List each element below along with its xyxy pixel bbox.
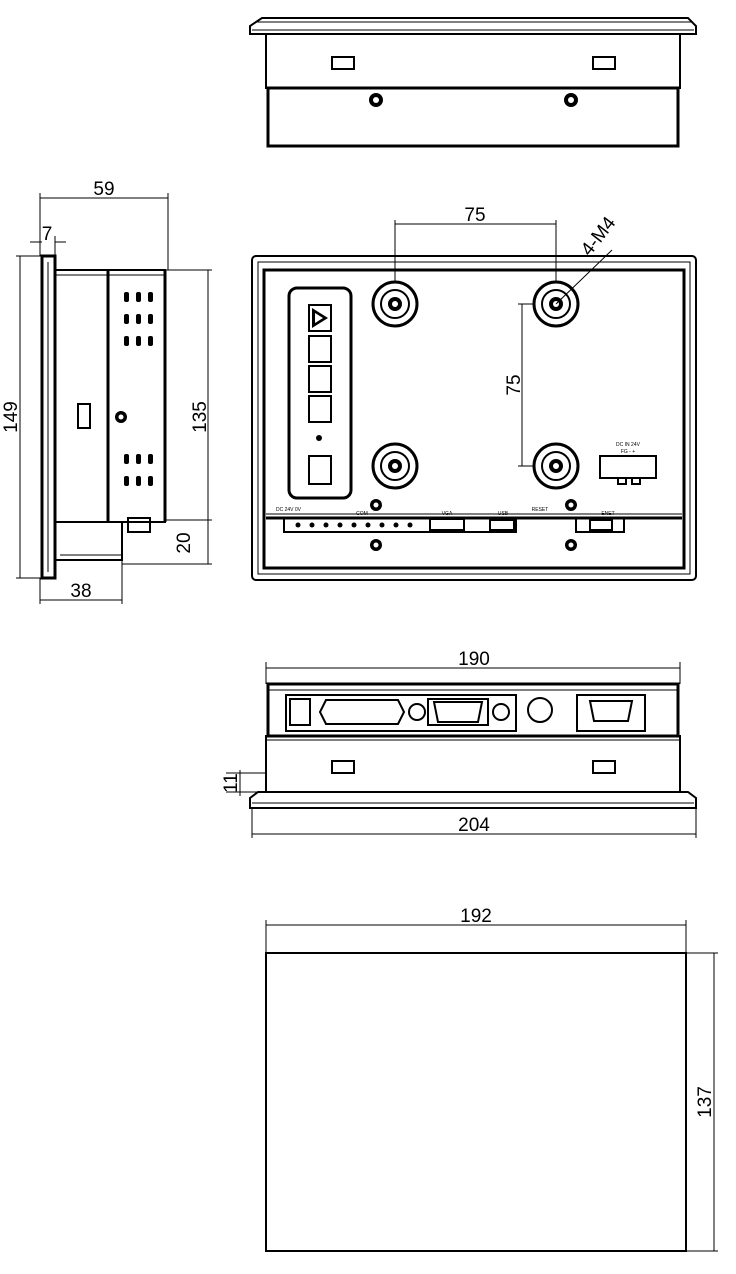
com-port <box>318 699 406 725</box>
top-view <box>249 17 697 148</box>
label-reset: RESET <box>532 507 549 513</box>
reset-button <box>527 697 553 723</box>
dim-vesa-vertical: 75 <box>504 374 525 395</box>
cutout-view: 192 137 <box>265 906 718 1252</box>
usb-port <box>289 698 311 726</box>
dim-bottom-outer-width: 204 <box>458 815 490 836</box>
indicator-led <box>316 435 322 441</box>
vesa-boss <box>371 442 419 490</box>
vga-port <box>432 701 484 723</box>
panel-key <box>308 335 332 363</box>
dim-bottom-offset: 20 <box>174 532 195 553</box>
vesa-boss <box>371 280 419 328</box>
label-supply: DC IN 24V <box>616 442 641 448</box>
dim-side-inner-height: 135 <box>190 401 211 433</box>
dim-vesa-horizontal: 75 <box>464 205 485 226</box>
label-com: COM <box>356 511 368 517</box>
vesa-boss <box>532 442 580 490</box>
panel-cutout <box>265 952 687 1252</box>
label-vga: VGA <box>442 511 453 517</box>
top-clip-slot <box>331 56 355 70</box>
power-terminal <box>599 455 657 479</box>
dim-rear-depth: 38 <box>70 581 91 602</box>
label-eth: ENET <box>601 511 614 517</box>
bottom-view: 190 204 11 <box>221 649 697 838</box>
panel-key <box>308 455 332 485</box>
svg-text:FG - +: FG - + <box>621 449 635 455</box>
label-usb: USB <box>498 511 509 517</box>
top-clip-slot <box>592 56 616 70</box>
dim-side-depth: 59 <box>93 179 114 200</box>
screw-spec: 4-M4 <box>577 213 620 260</box>
side-clip-slot <box>77 403 91 429</box>
dim-side-height: 149 <box>1 401 22 433</box>
rear-view: DC IN 24V FG - + DC 24V 0V COM VGA USB R… <box>251 205 697 581</box>
dim-cutout-height: 137 <box>695 1086 716 1118</box>
dim-cutout-width: 192 <box>460 906 492 927</box>
side-view: 59 7 149 135 20 38 <box>1 179 212 604</box>
serial-port <box>588 700 634 722</box>
dim-bottom-inner-width: 190 <box>458 649 490 670</box>
vent-holes <box>124 292 153 486</box>
dim-bottom-edge-offset: 11 <box>221 773 242 793</box>
label-power: DC 24V 0V <box>276 507 302 513</box>
dim-bezel: 7 <box>42 224 53 245</box>
panel-key <box>308 365 332 393</box>
panel-key <box>308 395 332 423</box>
